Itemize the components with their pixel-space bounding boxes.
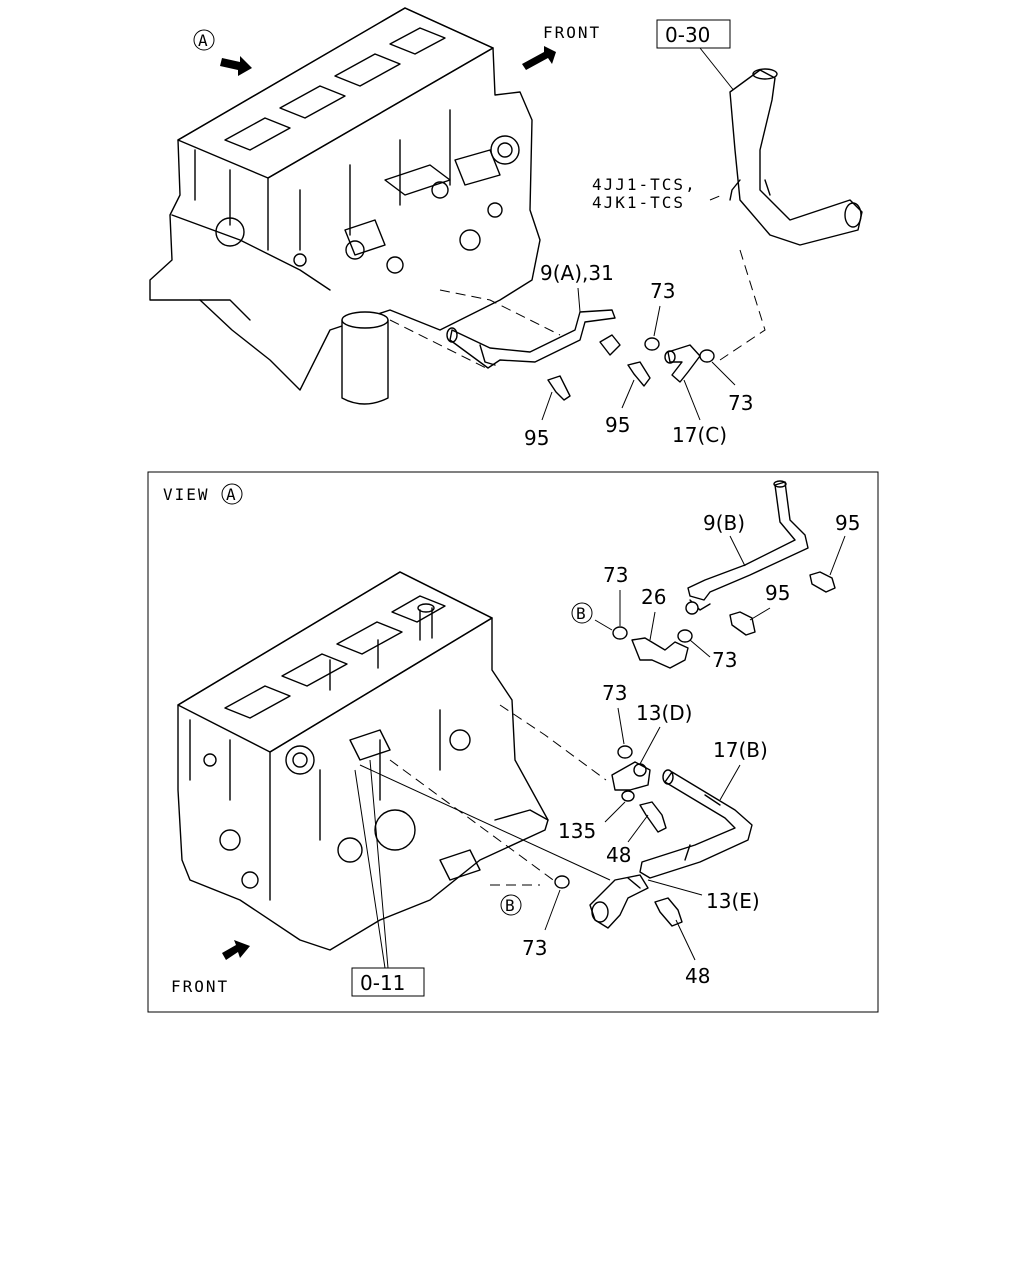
top-dash-line-1 — [709, 194, 766, 361]
view-a-arrow — [220, 56, 252, 76]
part-9a-pipe — [446, 309, 621, 369]
variant-line-1: 4JJ1-TCS, — [592, 175, 697, 194]
part-95-bolt-b — [627, 361, 651, 387]
part-26-hose — [631, 637, 689, 669]
callout-17c: 17(C) — [672, 423, 727, 447]
variant-line-2: 4JK1-TCS — [592, 193, 685, 212]
view-front-label: FRONT — [171, 977, 229, 996]
view-a-frame — [147, 471, 879, 1013]
part-73-clamp-f — [554, 875, 570, 889]
top-oil-filter — [341, 311, 389, 405]
ref-box-0-30-text: 0-30 — [665, 23, 710, 47]
callout-73-c: 73 — [603, 563, 628, 587]
top-dash-line-2 — [439, 289, 561, 336]
top-front-label: FRONT — [543, 23, 601, 42]
callout-95-c: 95 — [835, 511, 860, 535]
ref-box-0-11: 0-11 — [351, 759, 425, 997]
callout-9a-31: 9(A),31 — [540, 261, 614, 285]
turbo-coolant-pipe — [729, 68, 863, 246]
top-engine-block — [149, 7, 541, 391]
part-73-clamp-d — [677, 629, 693, 643]
ref-box-0-11-text: 0-11 — [360, 971, 405, 995]
view-lead-line-4 — [359, 764, 611, 881]
part-73-clamp-a — [644, 337, 660, 351]
part-135-washer — [621, 790, 635, 802]
view-engine-block — [177, 571, 549, 951]
view-dash-line-1 — [499, 704, 607, 781]
callout-135: 135 — [558, 819, 596, 843]
part-48-bolt-b — [654, 897, 683, 927]
part-48-bolt-a — [639, 801, 667, 833]
part-95-bolt-d — [729, 611, 756, 636]
top-dash-line-3 — [389, 319, 491, 371]
view-title-marker: A — [221, 483, 243, 505]
callout-95-b: 95 — [605, 413, 630, 437]
callout-73-d: 73 — [712, 648, 737, 672]
callout-95-a: 95 — [524, 426, 549, 450]
part-17b-hose — [639, 769, 753, 879]
callout-73-a: 73 — [650, 279, 675, 303]
part-95-bolt-a — [547, 375, 571, 401]
callout-17b: 17(B) — [713, 738, 768, 762]
callout-73-b: 73 — [728, 391, 753, 415]
ref-box-0-30: 0-30 — [656, 19, 736, 93]
view-dash-line-2 — [389, 759, 561, 886]
callout-13d: 13(D) — [636, 701, 692, 725]
part-13d-bracket — [611, 761, 651, 791]
view-a-marker: A — [193, 29, 215, 51]
marker-b-1-text: B — [576, 604, 588, 623]
part-73-clamp-e — [617, 745, 633, 759]
callout-95-d: 95 — [765, 581, 790, 605]
part-17c-hose — [664, 344, 701, 383]
front-arrow-icon — [522, 46, 556, 70]
part-73-clamp-c — [612, 626, 628, 640]
callout-26: 26 — [641, 585, 666, 609]
view-title: VIEW — [163, 485, 210, 504]
callout-73-f: 73 — [522, 936, 547, 960]
callout-73-e: 73 — [602, 681, 627, 705]
view-a-marker-text: A — [198, 31, 210, 50]
part-9b-pipe — [685, 480, 809, 615]
view-title-marker-text: A — [226, 485, 238, 504]
marker-b-1: B — [571, 602, 613, 631]
marker-b-2: B — [500, 894, 522, 916]
view-front-arrow-icon — [222, 940, 250, 960]
part-13e-elbow — [589, 874, 649, 929]
part-95-bolt-c — [809, 571, 836, 593]
callout-9b: 9(B) — [703, 511, 745, 535]
callout-13e: 13(E) — [706, 889, 760, 913]
marker-b-2-text: B — [505, 896, 517, 915]
callout-48-a: 48 — [606, 843, 631, 867]
part-73-clamp-b — [699, 349, 715, 363]
callout-48-b: 48 — [685, 964, 710, 988]
